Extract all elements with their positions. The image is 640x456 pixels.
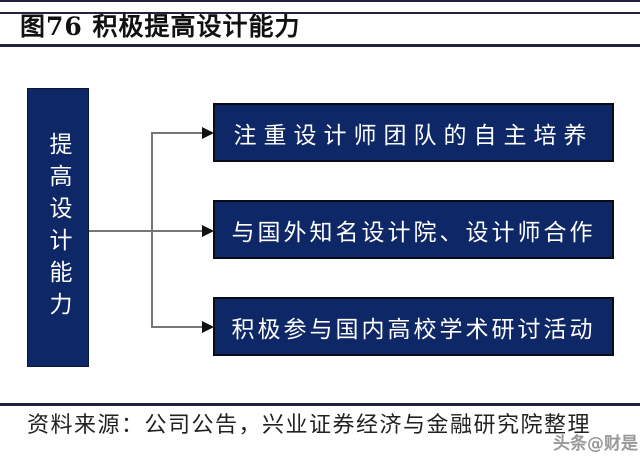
connector-branch-line-3 [151,326,204,328]
source-note: 资料来源：公司公告，兴业证券经济与金融研究院整理 [27,413,592,438]
title-underline [0,44,640,47]
connector-stem-line [89,230,151,232]
branch-label: 注重设计师团队的自主培养 [233,122,594,149]
arrowhead-icon-2 [202,225,214,237]
footer-top-line [0,403,640,406]
branch-box-academic-seminars: 积极参与国内高校学术研讨活动 [213,297,614,356]
branch-label: 积极参与国内高校学术研讨活动 [231,316,596,343]
root-node-box: 提高设计能力 [27,88,89,367]
connector-branch-line-2 [151,230,204,232]
watermark-text: 头条@财是 [553,434,638,454]
arrowhead-icon-1 [202,127,214,139]
connector-branch-line-1 [151,132,204,134]
branch-box-foreign-cooperation: 与国外知名设计院、设计师合作 [213,200,614,259]
header-top-line [0,12,640,14]
figure-title: 图76 积极提高设计能力 [20,12,301,41]
arrowhead-icon-3 [202,321,214,333]
branch-box-designer-team: 注重设计师团队的自主培养 [213,103,614,162]
root-node-label: 提高设计能力 [45,131,71,324]
top-border-line [0,0,640,2]
branch-label: 与国外知名设计院、设计师合作 [231,219,596,246]
